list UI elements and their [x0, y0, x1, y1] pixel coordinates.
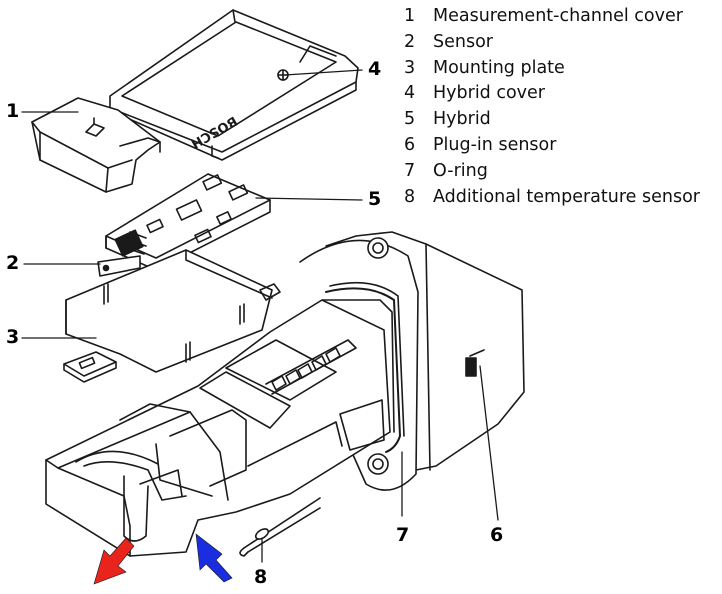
legend-number: 1 [404, 6, 416, 26]
legend-item: 5 Hybrid [404, 107, 700, 133]
outflow-arrow [93, 537, 135, 585]
hybrid-cover-part: BOSCH [109, 9, 359, 161]
legend-item: 1 Measurement-channel cover [404, 4, 700, 30]
measurement-channel-cover-part [31, 97, 161, 193]
callout-7: 7 [396, 524, 410, 546]
legend-label: Additional temperature sensor [433, 186, 700, 207]
legend-number: 4 [404, 83, 416, 104]
temperature-sensor-part [239, 497, 321, 557]
legend-number: 8 [404, 186, 416, 207]
legend-number: 7 [404, 160, 416, 181]
mounting-plate-part [63, 249, 281, 383]
sensor-part [97, 255, 141, 277]
legend-label: Measurement-channel cover [433, 6, 683, 26]
callout-4: 4 [368, 58, 382, 80]
callout-2: 2 [6, 252, 20, 274]
callout-8: 8 [254, 566, 268, 588]
callout-6: 6 [490, 524, 504, 546]
legend-label: Hybrid [433, 109, 491, 130]
housing-part [45, 281, 405, 557]
legend-label: Sensor [433, 31, 493, 52]
inflow-arrow [195, 533, 233, 583]
legend-item: 2 Sensor [404, 30, 700, 56]
leader-lines [21, 69, 499, 563]
legend-item: 7 O-ring [404, 159, 700, 185]
legend-number: 2 [404, 31, 416, 52]
legend-number: 3 [404, 57, 416, 78]
legend-item: 4 Hybrid cover [404, 81, 700, 107]
hybrid-board-part [105, 173, 271, 271]
legend-label: Hybrid cover [433, 83, 545, 104]
legend-label: Plug-in sensor [433, 134, 557, 155]
callout-5: 5 [368, 188, 382, 210]
legend-label: Mounting plate [433, 57, 565, 78]
legend-item: 8 Additional temperature sensor [404, 185, 700, 211]
legend-item: 3 Mounting plate [404, 56, 700, 82]
parts-legend: 1 Measurement-channel cover 2 Sensor 3 M… [404, 4, 700, 210]
legend-number: 5 [404, 109, 416, 130]
callout-3: 3 [6, 326, 20, 348]
legend-item: 6 Plug-in sensor [404, 133, 700, 159]
legend-label: O-ring [433, 160, 488, 181]
callout-1: 1 [6, 100, 20, 122]
legend-number: 6 [404, 134, 416, 155]
